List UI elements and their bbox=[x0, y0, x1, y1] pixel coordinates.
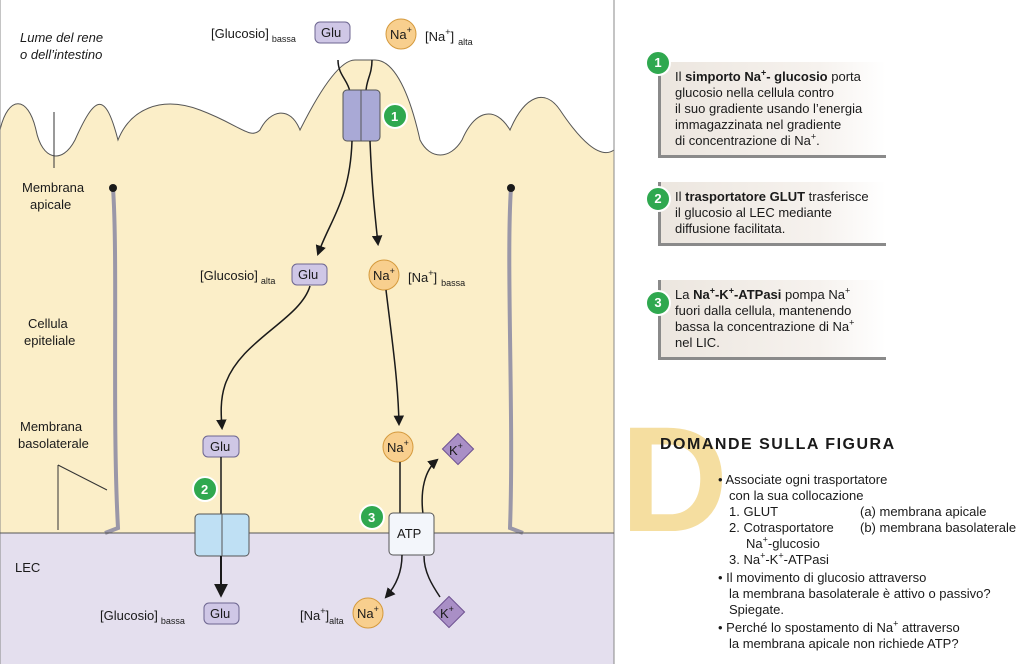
na-cell-bottom bbox=[382, 431, 414, 463]
basolateral-membrane-label-2: basolaterale bbox=[18, 436, 89, 451]
cell-region bbox=[0, 59, 615, 534]
na-cell-top bbox=[368, 259, 400, 291]
apical-membrane-label-2: apicale bbox=[30, 197, 71, 212]
glucose-low-lec-label: [Glucosio]bassa bbox=[100, 608, 185, 626]
glu-lumen bbox=[314, 21, 351, 44]
lec-region bbox=[0, 533, 614, 664]
na-cell-bottom-text: Na+ bbox=[387, 438, 409, 455]
question-3-line-1: • Perché lo spostamento di Na+ attravers… bbox=[718, 618, 960, 635]
glucose-high-cell-label: [Glucosio]alta bbox=[200, 268, 275, 286]
step-2-number: 2 bbox=[201, 482, 208, 497]
na-lec bbox=[352, 597, 384, 629]
na-high-lec-label: [Na+]alta bbox=[300, 606, 344, 626]
step-3-badge bbox=[359, 504, 385, 530]
glu-cell-top bbox=[291, 263, 328, 286]
step-2-text: Il trasportatore GLUT trasferisce il glu… bbox=[675, 189, 869, 236]
questions-title: DOMANDE SULLA FIGURA bbox=[660, 436, 896, 453]
apical-membrane-label: Membrana bbox=[22, 180, 85, 195]
question-1-item-2b: Na+-glucosio bbox=[746, 534, 820, 551]
step-2-badge bbox=[192, 476, 218, 502]
step-1-box: Il simporto Na+- glucosio porta glucosio… bbox=[658, 62, 886, 158]
tight-junction-right bbox=[507, 184, 515, 192]
epithelial-cell-label-2: epiteliale bbox=[24, 333, 75, 348]
glu-lec-text: Glu bbox=[210, 606, 230, 621]
na-lec-text: Na+ bbox=[357, 604, 379, 621]
epithelial-transport-diagram: Lume del rene o dell’intestino Membrana … bbox=[0, 0, 615, 664]
basolateral-membrane-label: Membrana bbox=[20, 419, 83, 434]
na-lumen-text: Na+ bbox=[390, 25, 412, 42]
glu-lumen-text: Glu bbox=[321, 25, 341, 40]
na-low-cell-label: [Na+]bassa bbox=[408, 268, 465, 288]
question-2-line-3: Spiegate. bbox=[729, 602, 784, 617]
lec-label: LEC bbox=[15, 560, 40, 575]
atp-label: ATP bbox=[397, 526, 421, 541]
na-k-atpase bbox=[388, 512, 435, 556]
k-lec: K+ bbox=[432, 595, 466, 629]
step-3-box: La Na+-K+-ATPasi pompa Na+ fuori dalla c… bbox=[658, 280, 886, 360]
question-1-option-a: (a) membrana apicale bbox=[860, 504, 987, 519]
na-high-lumen-label: [Na+]alta bbox=[425, 27, 473, 47]
step-3-box-badge: 3 bbox=[645, 290, 671, 316]
k-cell: K+ bbox=[441, 432, 475, 466]
lumen-label: Lume del rene bbox=[20, 30, 103, 45]
step-1-text: Il simporto Na+- glucosio porta glucosio… bbox=[675, 67, 863, 148]
question-1-option-b: (b) membrana basolaterale bbox=[860, 520, 1017, 535]
step-3-number: 3 bbox=[368, 510, 375, 525]
lumen-label-2: o dell’intestino bbox=[20, 47, 102, 62]
step-3-text: La Na+-K+-ATPasi pompa Na+ fuori dalla c… bbox=[675, 285, 855, 350]
questions-big-letter: D bbox=[620, 395, 729, 563]
glu-lec bbox=[203, 602, 240, 625]
lateral-membrane-right bbox=[507, 187, 524, 535]
svg-text:K+: K+ bbox=[440, 604, 454, 621]
question-1-line-1: • Associate ogni trasportatore bbox=[718, 472, 888, 487]
question-1-item-1: 1. GLUT bbox=[729, 504, 779, 519]
question-1-item-2: 2. Cotrasportatore bbox=[729, 520, 834, 535]
step-1-box-badge: 1 bbox=[645, 50, 671, 76]
svg-text:K+: K+ bbox=[449, 441, 463, 458]
step-2-box-badge: 2 bbox=[645, 186, 671, 212]
question-2-line-1: • Il movimento di glucosio attraverso bbox=[718, 570, 927, 585]
glucose-low-lumen-label: [Glucosio]bassa bbox=[211, 26, 296, 44]
step-1-number: 1 bbox=[391, 109, 398, 124]
na-lumen bbox=[385, 18, 417, 50]
glu-cell-bottom-text: Glu bbox=[210, 439, 230, 454]
epithelial-cell-label: Cellula bbox=[28, 316, 69, 331]
question-1-line-2: con la sua collocazione bbox=[729, 488, 864, 503]
question-1-item-3: 3. Na+-K+-ATPasi bbox=[729, 550, 829, 567]
step-1-badge bbox=[382, 103, 408, 129]
glu-cell-top-text: Glu bbox=[298, 267, 318, 282]
lateral-membrane-left bbox=[104, 187, 121, 535]
question-2-line-2: la membrana basolaterale è attivo o pass… bbox=[729, 586, 991, 601]
step-2-box: Il trasportatore GLUT trasferisce il glu… bbox=[658, 182, 886, 246]
question-3-line-2: la membrana apicale non richiede ATP? bbox=[729, 636, 959, 651]
tight-junction-left bbox=[109, 184, 117, 192]
na-cell-top-text: Na+ bbox=[373, 266, 395, 283]
